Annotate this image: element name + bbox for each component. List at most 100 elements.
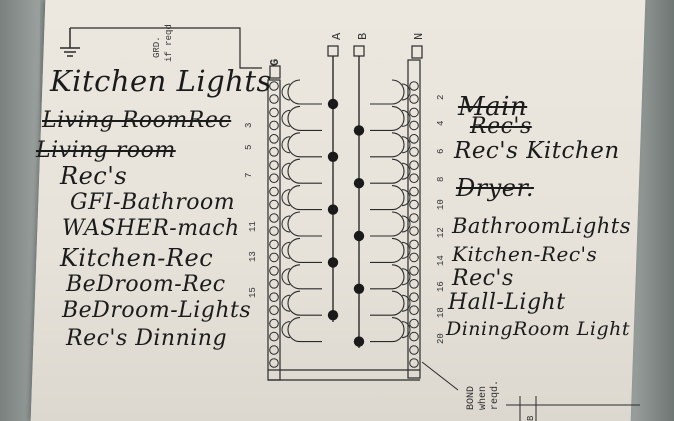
left-breaker-arc <box>281 321 291 339</box>
left-breaker-arc <box>281 109 291 127</box>
right-breaker-arc <box>401 136 411 154</box>
bus-stab-dot <box>353 230 365 242</box>
neutral-bar-screw <box>409 186 419 197</box>
right-breaker-arc <box>401 215 411 233</box>
ground-bar-screw <box>269 173 279 183</box>
neutral-bar-screw <box>409 239 419 250</box>
ground-bar-screw <box>269 186 279 197</box>
ground-bar-screw <box>269 226 279 236</box>
neutral-bar-screw <box>409 252 419 263</box>
ground-note-1: GRD. <box>152 36 162 58</box>
right-breaker-slot <box>370 105 405 131</box>
ground-bar-screw <box>269 266 279 276</box>
left-breaker-slot <box>287 79 322 105</box>
bond-note-1: BOND <box>466 385 477 410</box>
right-label-3: Rec's Kitchen <box>454 138 620 164</box>
neutral-bar-screw <box>409 226 419 236</box>
left-number-15: 15 <box>248 287 258 298</box>
neutral-bar-screw <box>409 94 419 104</box>
left-label-1: Kitchen Lights <box>50 64 272 98</box>
left-breaker-slot <box>287 290 322 316</box>
right-number-18: 18 <box>436 307 446 318</box>
right-label-1: Main <box>458 92 528 122</box>
bus-b-terminal <box>353 45 365 57</box>
left-label-10: Rec's Dinning <box>66 326 228 351</box>
right-breaker-arc <box>401 162 411 180</box>
left-breaker-arc <box>281 162 291 180</box>
neutral-bar-screw <box>409 305 419 316</box>
left-label-6: WASHER-mach <box>62 216 240 241</box>
neutral-bar-screw <box>409 120 419 131</box>
left-label-2: Living RoomRec <box>42 108 232 133</box>
ground-bar-screw <box>269 292 279 303</box>
neutral-bar-screw <box>409 292 419 303</box>
right-number-16: 16 <box>436 281 446 292</box>
bus-a-label: A <box>330 32 344 40</box>
left-breaker-slot <box>287 211 322 237</box>
neutral-bar-screw <box>409 318 419 329</box>
right-breaker-slot <box>370 211 405 237</box>
right-number-12: 12 <box>436 227 446 238</box>
right-label-6: Kitchen-Rec's <box>452 242 598 266</box>
bus-stab-dot <box>327 204 339 215</box>
right-label-5: BathroomLights <box>452 214 631 238</box>
neutral-bar-screw <box>409 266 419 276</box>
right-breaker-slot <box>370 264 405 290</box>
bond-note-2: when <box>478 385 489 410</box>
left-breaker-arc <box>281 215 291 233</box>
left-breaker-slot <box>287 132 322 158</box>
right-breaker-slot <box>370 185 405 211</box>
ground-bar-screw <box>269 160 279 170</box>
bus-a-terminal <box>327 45 339 57</box>
right-breaker-slot <box>370 79 405 105</box>
ground-bar-screw <box>269 318 279 329</box>
left-breaker-slot <box>287 185 322 211</box>
neutral-bar-screw <box>409 279 419 289</box>
neutral-bar-screw <box>409 213 419 223</box>
corner-letter: B <box>526 415 536 421</box>
bond-note-3: reqd. <box>490 379 501 410</box>
ground-wire <box>70 27 262 69</box>
left-label-5: GFI-Bathroom <box>70 190 236 215</box>
neutral-bar-screw <box>409 345 419 355</box>
bond-leader <box>421 361 459 391</box>
neutral-terminal <box>411 45 423 59</box>
ground-bar-screw <box>269 134 279 144</box>
neutral-bar-screw <box>409 107 419 118</box>
ground-bar-screw <box>269 107 279 118</box>
neutral-bar-screw <box>409 147 419 157</box>
bus-stab-dot <box>327 151 339 162</box>
left-label-3: Living room <box>36 138 176 163</box>
ground-bar-screw <box>269 358 279 368</box>
left-label-9: BeDroom-Lights <box>62 298 252 323</box>
bus-b-label: B <box>356 32 370 40</box>
bus-stab-dot <box>327 98 339 110</box>
left-number-11: 11 <box>248 221 258 232</box>
left-label-4: Rec's <box>60 162 128 190</box>
right-number-8: 8 <box>436 176 446 182</box>
right-breaker-slot <box>370 290 405 316</box>
right-breaker-arc <box>401 109 411 127</box>
left-breaker-arc <box>281 189 291 207</box>
bus-stab-dot <box>327 257 339 268</box>
ground-bar-screw <box>269 345 279 355</box>
ground-bar-screw <box>269 199 279 210</box>
left-breaker-arc <box>281 268 291 286</box>
neutral-bar-screw <box>409 331 419 342</box>
left-number-13: 13 <box>248 251 258 262</box>
neutral-bus-letter: N <box>412 32 426 40</box>
bus-stab-dot <box>353 336 365 347</box>
right-breaker-slot <box>370 158 405 184</box>
right-number-20: 20 <box>436 333 446 344</box>
left-breaker-arc <box>281 83 291 101</box>
left-number-3: 3 <box>244 122 254 128</box>
right-breaker-arc <box>401 294 411 312</box>
bus-stab-dot <box>353 283 365 294</box>
ground-note-2: if reqd <box>164 24 174 62</box>
neutral-bar-screw <box>409 358 419 368</box>
ground-bar-screw <box>269 120 279 131</box>
bus-stab-dot <box>353 178 365 189</box>
left-number-5: 5 <box>244 144 254 150</box>
right-breaker-slot <box>370 237 405 263</box>
